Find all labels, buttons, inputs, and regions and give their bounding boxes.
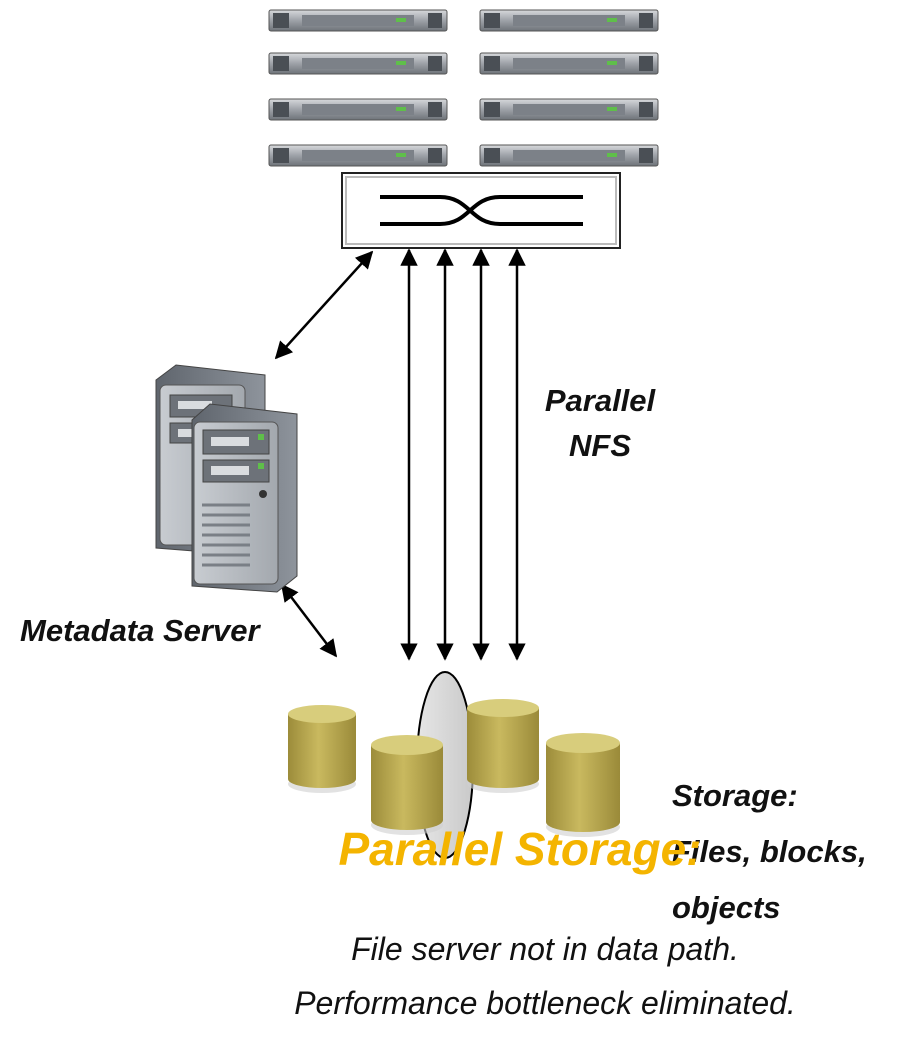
client-rack-servers: [268, 9, 659, 167]
storage-label-line-1: Storage:: [672, 778, 798, 813]
rack-server-icon: [479, 144, 659, 167]
diagram-title: Parallel Storage:: [0, 822, 910, 876]
parallel-nfs-label: Parallel NFS: [530, 378, 670, 468]
rack-server-icon: [268, 52, 448, 75]
disk-cylinder-icon: [288, 705, 356, 793]
metadata-storage-arrow: [280, 583, 338, 658]
disk-cylinder-icon: [371, 735, 443, 835]
network-switch-icon: [341, 172, 621, 249]
switch-metadata-arrow: [274, 250, 374, 360]
rack-server-icon: [479, 52, 659, 75]
disk-cylinder-icon: [546, 733, 620, 837]
disk-cylinder-icon: [467, 699, 539, 793]
caption-line-2: Performance bottleneck eliminated.: [294, 985, 796, 1021]
data-path-arrows: [274, 248, 526, 661]
parallel-nfs-line-2: NFS: [569, 428, 631, 463]
tower-server-icon: [155, 364, 298, 593]
storage-disks: [288, 699, 620, 837]
storage-label-line-2: Files, blocks,: [672, 834, 867, 869]
rack-server-icon: [268, 9, 448, 32]
rack-server-icon: [479, 98, 659, 121]
parallel-nfs-line-1: Parallel: [544, 383, 656, 418]
metadata-server-label: Metadata Server: [20, 613, 260, 648]
storage-label: Storage: Files, blocks, objects: [672, 768, 867, 936]
rack-server-icon: [479, 9, 659, 32]
caption-line-1: File server not in data path.: [351, 931, 739, 967]
rack-server-icon: [268, 98, 448, 121]
diagram-title-text: Parallel Storage:: [338, 823, 702, 875]
storage-label-line-3: objects: [672, 890, 781, 925]
rack-server-icon: [268, 144, 448, 167]
